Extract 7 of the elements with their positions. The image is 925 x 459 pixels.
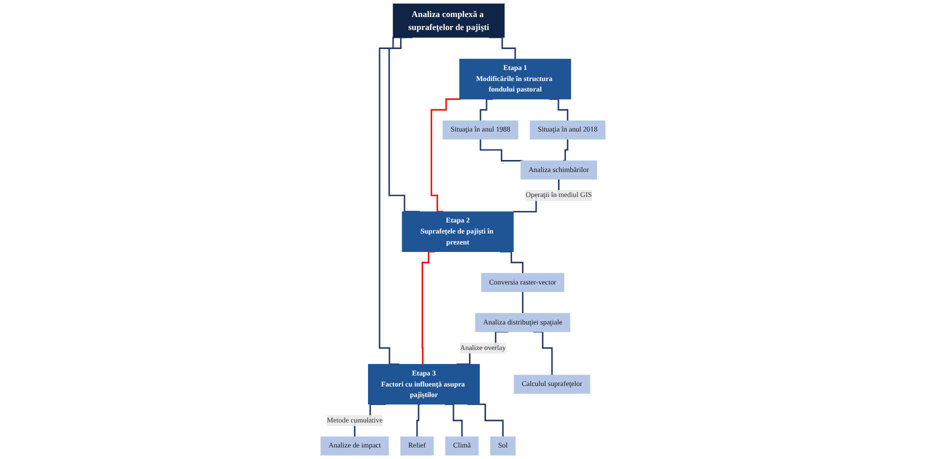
connector: [430, 98, 460, 212]
connector: [416, 404, 420, 438]
connector: [479, 138, 522, 162]
node-box: Analiza complexă a suprafeţelor de pajişti: [392, 4, 504, 38]
connector: [522, 291, 523, 314]
connector: [562, 138, 568, 162]
connector: [388, 36, 420, 212]
